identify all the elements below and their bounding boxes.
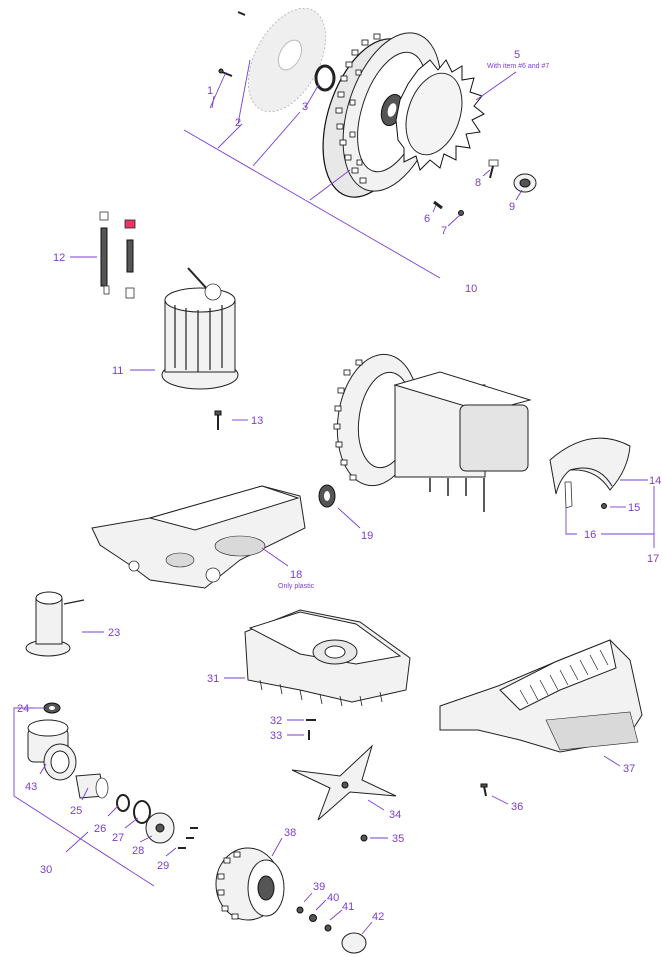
gear-housing-assembly	[27, 702, 198, 849]
callout-12: 12	[53, 252, 65, 264]
callout-6: 6	[424, 213, 430, 225]
part-6-pin	[433, 200, 443, 210]
part-26-ring	[116, 794, 130, 812]
callout-2: 2	[235, 117, 241, 129]
callout-27: 27	[112, 832, 124, 844]
callout-13: 13	[251, 415, 263, 427]
callout-35: 35	[392, 833, 404, 845]
callout-26: 26	[94, 823, 106, 835]
callout-42: 42	[372, 911, 384, 923]
callout-24: 24	[17, 703, 29, 715]
callout-33: 33	[270, 730, 282, 742]
rear-wheel-assembly	[218, 7, 537, 216]
callout-23: 23	[108, 627, 120, 639]
part-18-chassis	[91, 485, 306, 589]
callout-11: 11	[112, 365, 123, 377]
callout-18: 18	[290, 569, 302, 581]
callout-28: 28	[132, 845, 144, 857]
part-36-screw	[480, 783, 488, 797]
leader-lines	[13, 59, 655, 935]
part-1-screw	[218, 68, 233, 77]
callout-36: 36	[511, 801, 523, 813]
part-38-front-wheel	[215, 847, 285, 921]
callout-37: 37	[623, 763, 635, 775]
callout-5: 5	[514, 49, 520, 61]
callout-41: 41	[342, 901, 354, 913]
part-27-o-ring	[133, 800, 151, 824]
callout-19: 19	[361, 530, 373, 542]
callout-38: 38	[284, 827, 296, 839]
part-40-bearing	[309, 914, 317, 922]
part-11-motor	[161, 267, 239, 390]
part-2-hub-cover	[247, 7, 327, 113]
part-5-sprocket	[395, 59, 485, 171]
callout-3: 3	[302, 101, 308, 113]
part-28-flange	[145, 812, 175, 844]
callout-15: 15	[628, 502, 640, 514]
part-9-bearing	[513, 173, 537, 193]
callout-labels: 1 2 3 5 With item #6 and #7 6 7 8 9 10 1…	[17, 49, 661, 923]
part-screw-top	[237, 11, 246, 16]
part-42-hub-cap	[341, 932, 367, 954]
callout-31: 31	[207, 673, 219, 685]
part-12-cable	[99, 211, 136, 299]
part-8-bolt	[488, 159, 499, 179]
callout-16: 16	[584, 529, 596, 541]
part-23-blade-motor	[25, 591, 85, 657]
note-18: Only plastic	[278, 583, 315, 590]
callout-17: 17	[647, 553, 659, 565]
callout-8: 8	[475, 177, 481, 189]
note-5: With item #6 and #7	[487, 63, 549, 70]
callout-30: 30	[40, 864, 52, 876]
part-25-gear-shaft	[75, 773, 109, 799]
part-41-nut	[324, 924, 332, 932]
callout-1: 1	[207, 85, 213, 97]
callout-40: 40	[327, 892, 339, 904]
callout-34: 34	[389, 809, 401, 821]
part-31-cutting-deck	[244, 609, 411, 707]
part-24-nut	[43, 702, 61, 714]
part-34-blade	[291, 744, 397, 821]
drive-unit-assembly	[333, 353, 532, 512]
part-43-gear-housing	[27, 719, 77, 781]
callout-43: 43	[25, 781, 37, 793]
part-19-gear	[318, 484, 336, 508]
part-35-screw	[360, 834, 368, 842]
part-14-shield	[549, 437, 631, 495]
part-15-screw	[601, 503, 607, 509]
part-29-screws	[178, 827, 198, 849]
part-37-body-cover	[439, 639, 643, 753]
callout-14: 14	[649, 475, 661, 487]
part-3-ring	[314, 64, 336, 92]
callout-7: 7	[441, 225, 447, 237]
part-7-pin	[458, 210, 464, 216]
callout-25: 25	[70, 805, 82, 817]
callout-9: 9	[509, 201, 515, 213]
part-16-bracket	[564, 481, 573, 509]
callout-10: 10	[465, 283, 477, 295]
callout-39: 39	[313, 881, 325, 893]
part-39-washer	[296, 906, 304, 914]
callout-32: 32	[270, 715, 282, 727]
part-13-screw	[214, 410, 222, 430]
callout-29: 29	[157, 860, 169, 872]
